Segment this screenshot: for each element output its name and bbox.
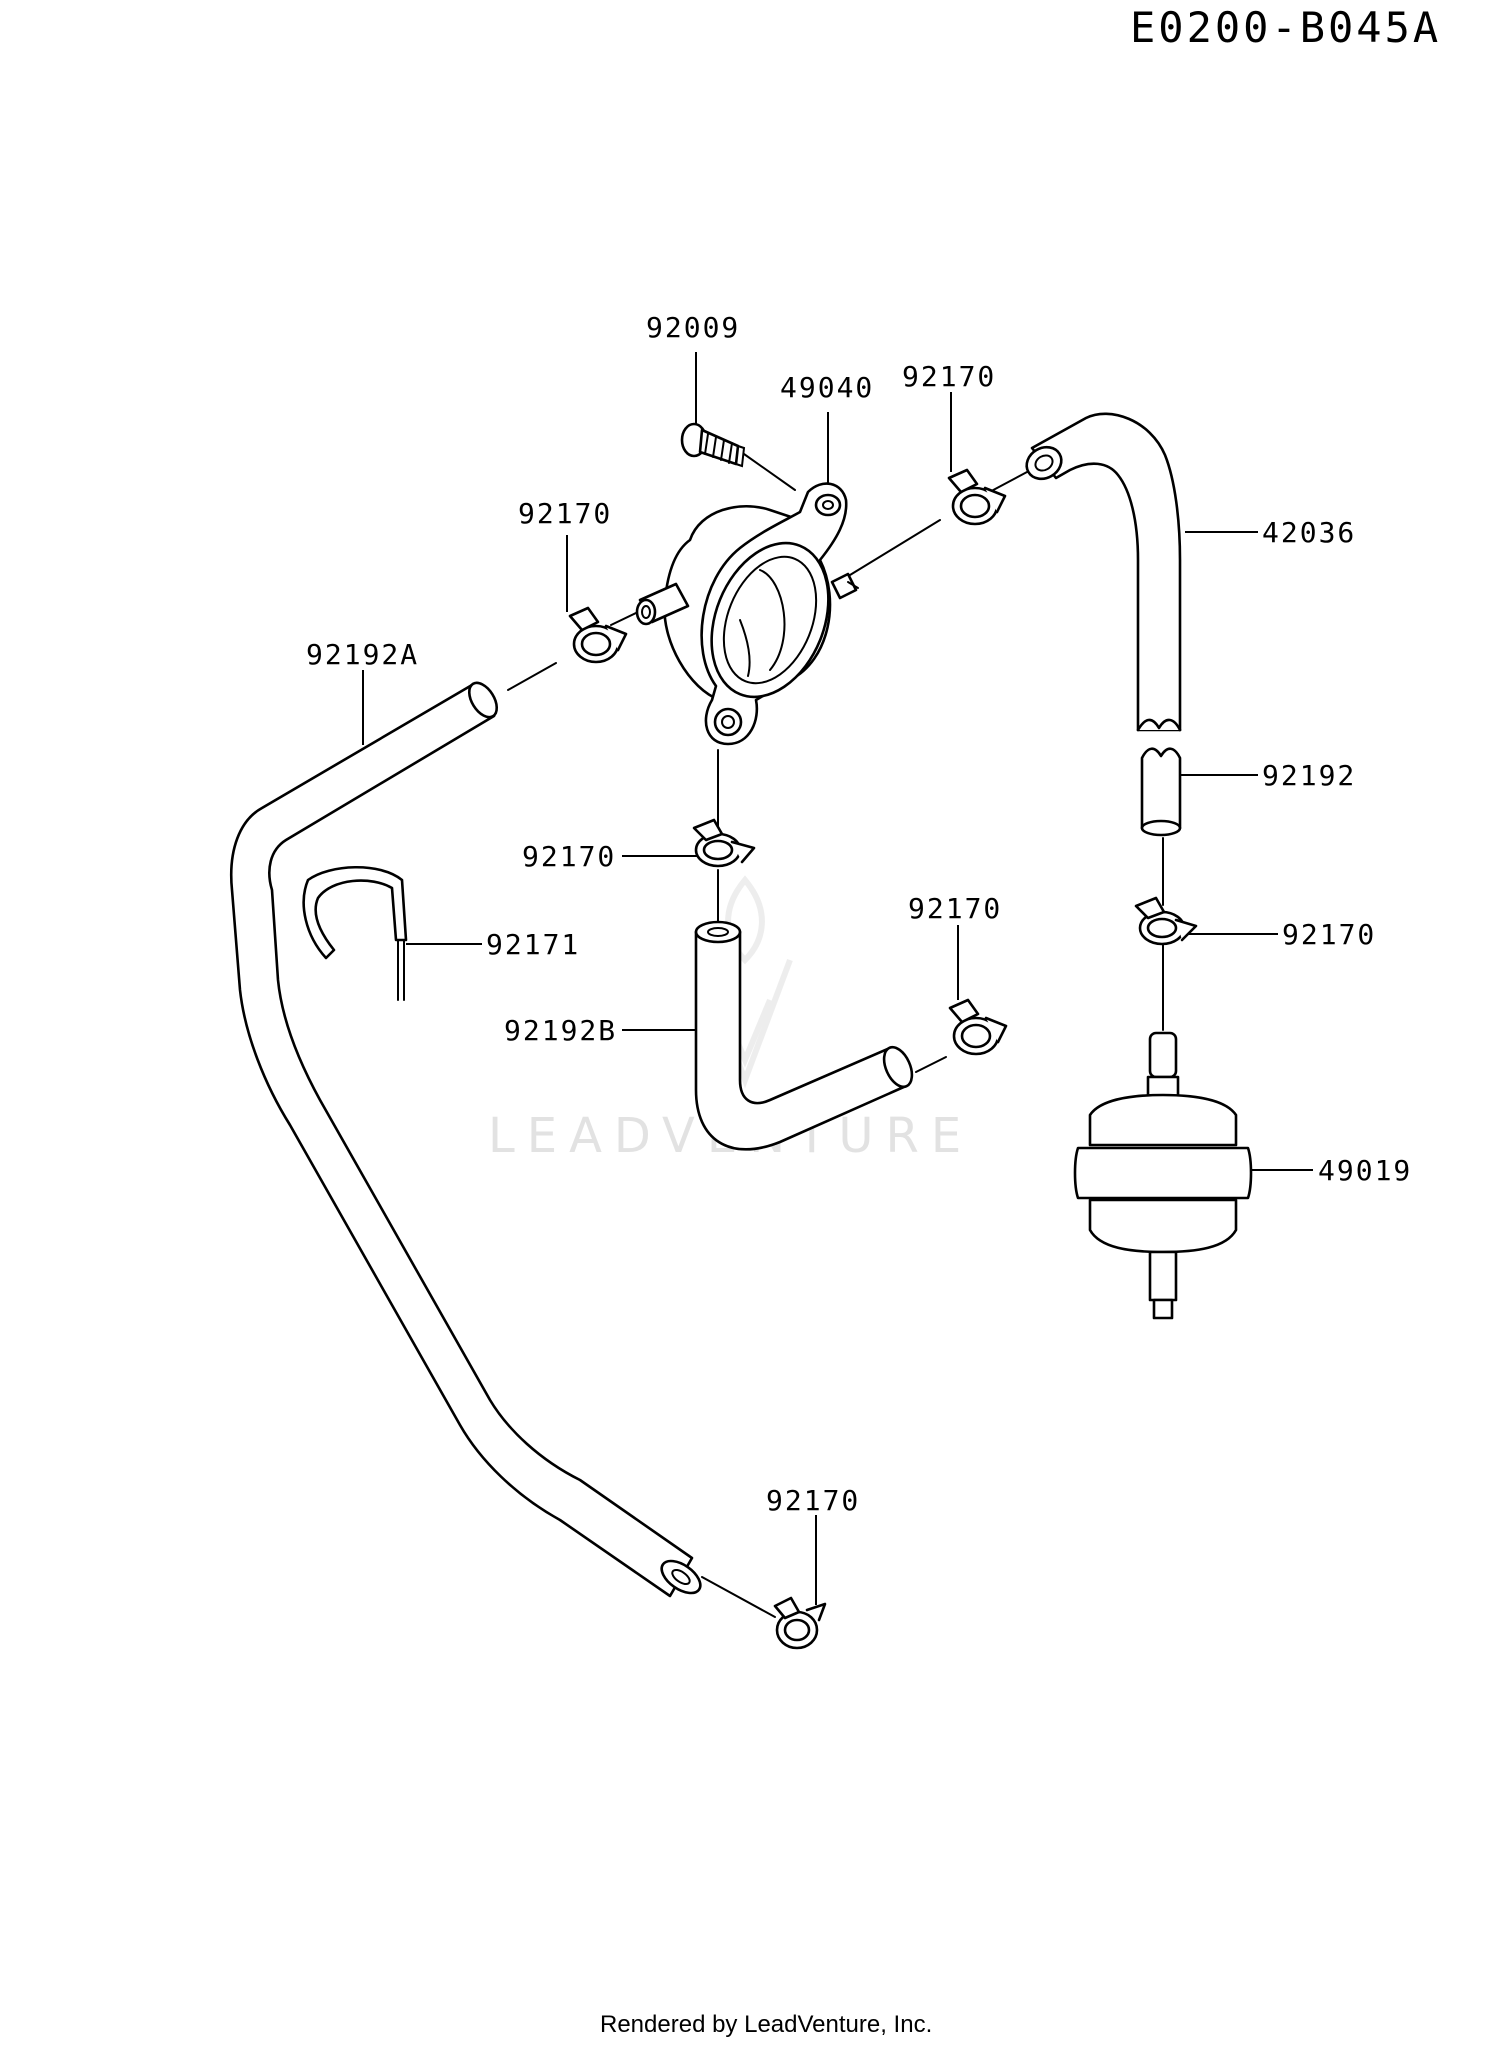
callout-92170-top-mid[interactable]: 92170: [902, 360, 996, 393]
hose-92192B: [694, 920, 914, 1151]
callout-49040[interactable]: 49040: [780, 371, 874, 404]
footer-credit: Rendered by LeadVenture, Inc.: [600, 2011, 932, 2038]
callout-92170-right[interactable]: 92170: [1282, 918, 1376, 951]
callout-92170-upper-left[interactable]: 92170: [518, 497, 612, 530]
hose-clamp-92170-top-mid: [947, 468, 1007, 526]
callout-92192A[interactable]: 92192A: [306, 638, 419, 671]
callout-labels: 92009 49040 92170 92170 42036 92192A 921…: [306, 311, 1412, 1517]
callout-49019[interactable]: 49019: [1318, 1154, 1412, 1187]
callout-92009[interactable]: 92009: [646, 311, 740, 344]
bolt-92009: [680, 422, 796, 491]
hose-92192A: [229, 681, 702, 1598]
hose-clamp-92170-mid-right: [948, 998, 1008, 1056]
callout-92170-mid[interactable]: 92170: [522, 840, 616, 873]
callout-92170-mid-right[interactable]: 92170: [908, 892, 1002, 925]
hose-clamp-92170-upper-left: [568, 606, 628, 664]
hose-clamp-92170-bottom: [773, 1596, 827, 1650]
hose-clamp-92170-right: [1134, 896, 1198, 946]
fuel-pump-49040: [635, 482, 859, 746]
hose-92192: [1140, 747, 1182, 837]
callout-92170-bottom[interactable]: 92170: [766, 1484, 860, 1517]
callout-42036[interactable]: 42036: [1262, 516, 1356, 549]
callout-92192B[interactable]: 92192B: [504, 1014, 617, 1047]
hose-42036: [1025, 412, 1182, 732]
clip-92171: [302, 865, 408, 1001]
callout-92171[interactable]: 92171: [486, 928, 580, 961]
callout-92192[interactable]: 92192: [1262, 759, 1356, 792]
hose-clamp-92170-mid: [692, 818, 756, 868]
fuel-filter-49019: [1073, 1031, 1253, 1320]
diagram-code: E0200-B045A: [1130, 3, 1441, 52]
leader-lines: [362, 352, 1313, 1605]
